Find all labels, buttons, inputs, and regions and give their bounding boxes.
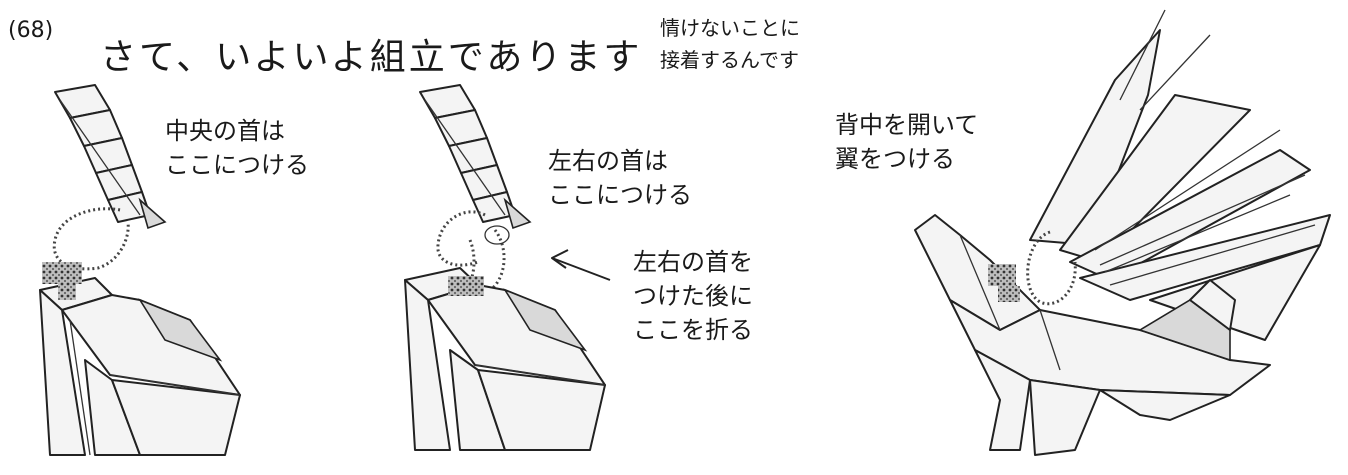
panel-1-diagram	[39, 84, 241, 456]
step-title: さて、いよいよ組立であります	[100, 37, 643, 78]
panel-2-arrow-label-line-1: 左右の首を	[633, 248, 753, 276]
panel-3-label-line-1: 背中を開いて	[835, 111, 979, 139]
step-number: (68)	[8, 18, 54, 43]
side-note-line-1: 情けないことに	[660, 16, 800, 40]
panel-2-arrow-label: 左右の首を つけた後に ここを折る	[633, 245, 753, 347]
panel-2-diagram	[404, 84, 611, 451]
side-note: 情けないことに 接着するんです	[660, 12, 800, 76]
panel-3-label-line-2: 翼をつける	[835, 145, 955, 173]
panel-2-label-line-2: ここにつける	[548, 181, 692, 209]
panel-3-diagram	[914, 9, 1331, 456]
panel-2-arrow-label-line-2: つけた後に	[633, 282, 753, 310]
panel-1-label: 中央の首は ここにつける	[165, 114, 309, 182]
panel-2-label-line-1: 左右の首は	[548, 147, 668, 175]
panel-2-arrow-label-line-3: ここを折る	[633, 316, 753, 344]
panel-1-label-line-2: ここにつける	[165, 151, 309, 179]
panel-1-label-line-1: 中央の首は	[165, 117, 285, 145]
fold-arrow	[551, 257, 611, 281]
side-note-line-2: 接着するんです	[660, 48, 799, 72]
panel-3-label: 背中を開いて 翼をつける	[835, 108, 978, 176]
panel-2-label: 左右の首は ここにつける	[548, 144, 692, 212]
